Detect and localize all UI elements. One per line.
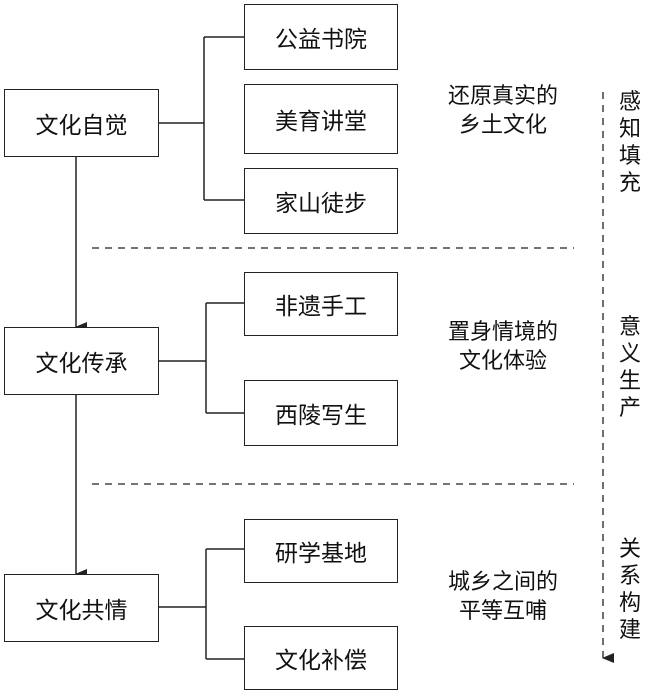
bracket-stage-1 xyxy=(159,36,244,201)
item-box-public-academy: 公益书院 xyxy=(244,4,398,70)
side-label-perception: 感 知 填 充 xyxy=(617,89,643,197)
stage-box-cultural-empathy: 文化共情 xyxy=(4,574,159,642)
side-label-relationship: 关 系 构 建 xyxy=(617,536,643,644)
side-label-meaning-char: 生 xyxy=(618,369,641,394)
side-label-perception-char: 知 xyxy=(618,117,641,142)
item-box-cultural-compensation: 文化补偿 xyxy=(244,626,398,690)
stage-description-1: 还原真实的 乡土文化 xyxy=(428,82,578,140)
stage-description-2-line-1: 置身情境的 xyxy=(447,320,558,345)
side-label-meaning-char: 意 xyxy=(618,315,641,340)
side-label-relationship-char: 系 xyxy=(618,564,641,589)
side-label-meaning: 意 义 生 产 xyxy=(617,314,643,422)
side-label-relationship-char: 建 xyxy=(618,618,641,643)
item-box-study-base: 研学基地 xyxy=(244,519,398,583)
stage-description-2: 置身情境的 文化体验 xyxy=(428,318,578,376)
stage-description-3: 城乡之间的 平等互哺 xyxy=(428,568,578,626)
stage-description-2-line-2: 文化体验 xyxy=(458,349,547,374)
item-box-xiling-sketching: 西陵写生 xyxy=(244,380,398,446)
stage-box-cultural-awareness: 文化自觉 xyxy=(4,89,159,157)
bracket-stage-2 xyxy=(159,302,244,414)
side-label-relationship-char: 构 xyxy=(618,591,641,616)
stage-description-1-line-1: 还原真实的 xyxy=(447,84,558,109)
side-label-perception-char: 充 xyxy=(618,171,641,196)
side-label-meaning-char: 产 xyxy=(618,396,641,421)
side-label-perception-char: 填 xyxy=(618,144,641,169)
side-label-meaning-char: 义 xyxy=(618,342,641,367)
side-label-relationship-char: 关 xyxy=(618,537,641,562)
side-label-perception-char: 感 xyxy=(618,90,641,115)
item-box-hometown-hiking: 家山徒步 xyxy=(244,168,398,234)
bracket-stage-3 xyxy=(159,548,244,660)
stage-description-1-line-2: 乡土文化 xyxy=(458,113,547,138)
item-box-intangible-handicraft: 非遗手工 xyxy=(244,272,398,336)
stage-description-3-line-1: 城乡之间的 xyxy=(447,570,558,595)
stage-description-3-line-2: 平等互哺 xyxy=(458,599,547,624)
stage-box-cultural-inheritance: 文化传承 xyxy=(4,327,159,395)
item-box-aesthetic-lecture: 美育讲堂 xyxy=(244,84,398,154)
